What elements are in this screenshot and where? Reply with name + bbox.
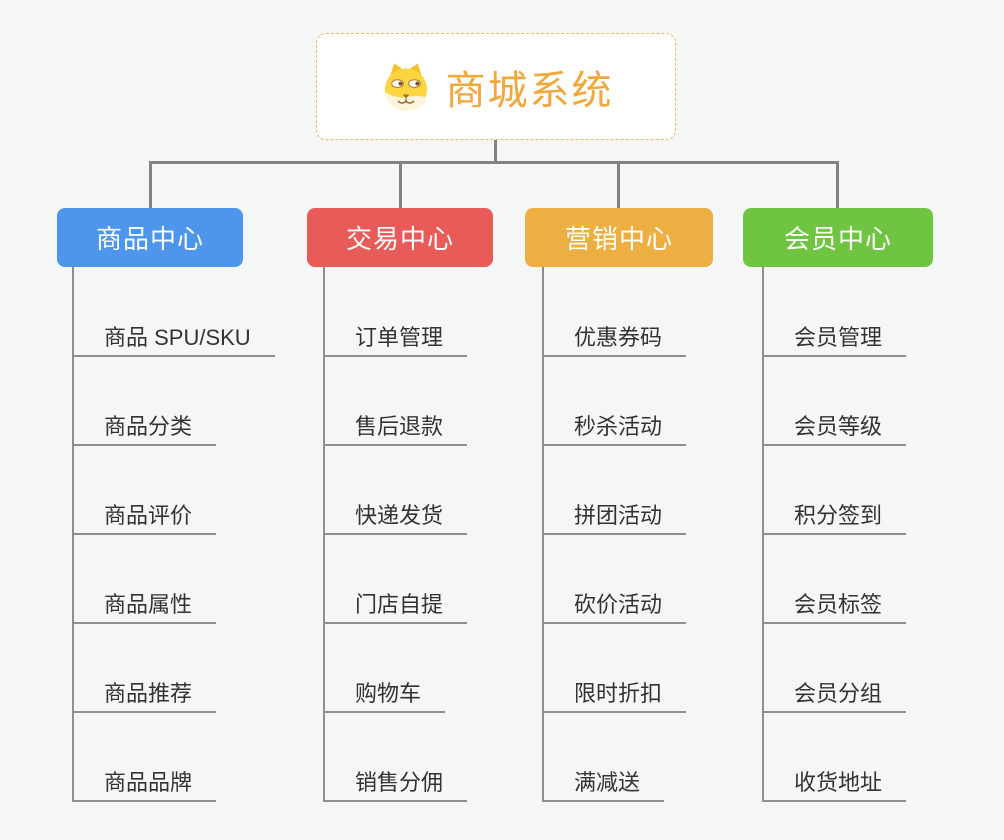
leaf-node[interactable]: 商品 SPU/SKU	[72, 323, 275, 357]
branch-node-trade[interactable]: 交易中心	[307, 208, 493, 267]
leaf-node[interactable]: 秒杀活动	[542, 412, 687, 446]
branch-node-members[interactable]: 会员中心	[743, 208, 933, 267]
leaf-node[interactable]: 商品分类	[72, 412, 217, 446]
leaf-node[interactable]: 订单管理	[323, 323, 468, 357]
branch-node-products[interactable]: 商品中心	[57, 208, 243, 267]
branch-label: 商品中心	[95, 224, 204, 254]
connector-line	[617, 163, 620, 209]
connector-line	[149, 163, 152, 209]
leaf-node[interactable]: 收货地址	[762, 768, 907, 802]
leaf-node[interactable]: 快递发货	[323, 501, 468, 535]
leaf-node[interactable]: 限时折扣	[542, 679, 687, 713]
leaf-node[interactable]: 购物车	[323, 679, 446, 713]
leaf-node[interactable]: 商品属性	[72, 590, 217, 624]
leaf-node[interactable]: 拼团活动	[542, 501, 687, 535]
root-node[interactable]: 商城系统	[316, 33, 676, 140]
leaf-node[interactable]: 会员管理	[762, 323, 907, 357]
root-label: 商城系统	[445, 68, 614, 113]
leaf-node[interactable]: 门店自提	[323, 590, 468, 624]
branch-label: 交易中心	[345, 224, 454, 254]
leaf-node[interactable]: 销售分佣	[323, 768, 468, 802]
connector-line	[149, 161, 839, 164]
leaf-node[interactable]: 商品评价	[72, 501, 217, 535]
leaf-node[interactable]: 商品品牌	[72, 768, 217, 802]
connector-line	[836, 163, 839, 209]
leaf-node[interactable]: 砍价活动	[542, 590, 687, 624]
leaf-node[interactable]: 会员等级	[762, 412, 907, 446]
dog-face-icon	[384, 62, 427, 111]
leaf-node[interactable]: 售后退款	[323, 412, 468, 446]
leaf-node[interactable]: 满减送	[542, 768, 665, 802]
connector-line	[399, 163, 402, 209]
leaf-node[interactable]: 优惠券码	[542, 323, 687, 357]
leaf-node[interactable]: 会员分组	[762, 679, 907, 713]
branch-node-marketing[interactable]: 营销中心	[525, 208, 713, 267]
leaf-node[interactable]: 会员标签	[762, 590, 907, 624]
branch-label: 营销中心	[564, 224, 673, 254]
connector-line	[494, 140, 497, 162]
leaf-node[interactable]: 积分签到	[762, 501, 907, 535]
leaf-node[interactable]: 商品推荐	[72, 679, 217, 713]
branch-label: 会员中心	[783, 224, 892, 254]
